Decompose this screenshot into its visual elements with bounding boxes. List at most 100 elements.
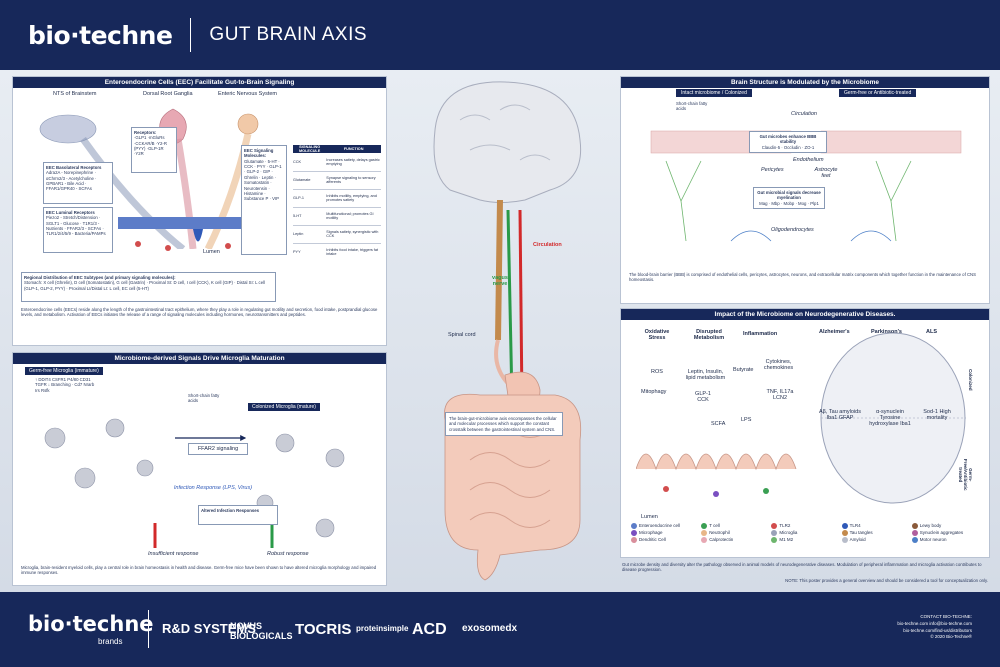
brand-rnd-systems[interactable]: R&D SYSTEMS [162, 621, 256, 636]
microglia-body-text: Microglia, brain-resident myeloid cells,… [21, 565, 377, 576]
table-cell: 5-HT [293, 214, 302, 218]
legend-item: Synuclein aggregates [911, 530, 981, 536]
brain-folds [459, 104, 551, 161]
bbb-panel: Brain Structure is Modulated by the Micr… [620, 76, 990, 304]
basolateral-box: EEC Basolateral Receptors Adra2A - Norep… [43, 162, 113, 204]
bbb-scfa-label: Short-chain fatty acids [676, 101, 708, 112]
contact-block: CONTACT BIO-TECHNE: bio-techne.com info@… [852, 614, 972, 641]
drg-label: Dorsal Root Ganglia [143, 91, 193, 97]
asyn-label: α-synuclein Tyrosine hydroxylase Iba1 [869, 409, 911, 427]
legend-label: Neutrophil [709, 530, 730, 536]
myelin-box: Gut microbial signals decrease myelinati… [753, 187, 825, 210]
legend-label: M1 M2 [779, 537, 794, 543]
lps-label: LPS [741, 417, 752, 423]
legend-label: Tau tangles [849, 530, 873, 536]
disrupted-label: Disrupted Metabolism [693, 329, 725, 341]
nts-label: NTS of Brainstem [53, 91, 97, 97]
legend-item: Microglia [771, 530, 840, 536]
brain-shape [433, 81, 582, 203]
center-caption: The brain-gut-microbiome axis encompasse… [445, 412, 563, 437]
brand-acd[interactable]: ACD [412, 621, 447, 638]
insufficient-label: Insufficient response [148, 551, 199, 557]
glp-label: GLP-1 CCK [695, 391, 711, 403]
microbe [763, 488, 769, 494]
page-title: GUT BRAIN AXIS [209, 24, 368, 45]
oligodendrocytes [730, 230, 892, 242]
receptors-title: Receptors: [134, 130, 157, 135]
basolateral-list: Adra2A - Norepinephrine · αChrm2/3 - Ace… [46, 170, 97, 192]
intact-header: Intact microbiome / Colonized [676, 89, 752, 97]
legend-label: Microglia [779, 530, 798, 536]
table-cell: Inhibits food intake, triggers fat intak… [326, 248, 379, 257]
table-cell: PYY [293, 250, 301, 255]
signaling-box: EEC Signaling Molecules: Glutamate · 5-H… [241, 145, 287, 255]
receptors-list: ·GLP1 ·mGluRs ·CCKAR/B ·Y2-R (PYY) ·GLP-… [134, 135, 167, 157]
luminal-title: EEC Luminal Receptors [46, 210, 95, 215]
ens-shape [237, 113, 259, 135]
regional-title: Regional Distribution of EEC Subtypes (a… [24, 275, 176, 280]
neuro-panel: Impact of the Microbiome on Neurodegener… [620, 308, 990, 558]
altered-response-box: Altered Infection Responses [198, 505, 278, 525]
contact-line[interactable]: bio-techne.com info@bio-techne.com [897, 620, 972, 626]
myelin-title: Gut microbial signals decrease myelinati… [757, 190, 821, 201]
tnf-label: TNF, IL17a LCN2 [766, 389, 794, 401]
eec-panel: Enteroendocrine Cells (EEC) Facilitate G… [12, 76, 387, 346]
legend-item: Dendritic Cell [631, 537, 700, 543]
microglia-panel-title: Microbiome-derived Signals Drive Microgl… [13, 353, 386, 364]
brand-proteinsimple[interactable]: proteinsimple [356, 624, 409, 633]
eec-panel-title: Enteroendocrine Cells (EEC) Facilitate G… [13, 77, 386, 88]
legend-label: Enteroendocrine cell [639, 523, 681, 529]
contact-line[interactable]: bio-techne.com/find-us/distributors [903, 627, 972, 633]
legend-item: T cell [701, 523, 770, 529]
pericytes-label: Pericytes [761, 167, 784, 173]
microglia-panel: Microbiome-derived Signals Drive Microgl… [12, 352, 387, 586]
tight-junction-box: Gut microbes enhance BBB stability Claud… [749, 131, 827, 154]
tight-title: Gut microbes enhance BBB stability [759, 134, 817, 145]
brand-novus[interactable]: NOVUS BIOLOGICALS [230, 621, 293, 641]
lumen-neuro-label: Lumen [641, 514, 658, 520]
header: bio·techne GUT BRAIN AXIS [0, 0, 1000, 70]
mitophagy-label: Mitophagy [641, 389, 667, 395]
table-cell: Leptin [293, 232, 304, 236]
anatomy-illustration [433, 81, 582, 581]
vagus-label: vagus nerve [492, 275, 508, 287]
brand-exosomedx[interactable]: exosomedx [462, 623, 518, 634]
germfree-header: Germ-free or Antibiotic-treated [839, 89, 917, 97]
ros-label: ROS [651, 369, 663, 375]
microbe [663, 486, 669, 492]
brainstem-shape [39, 114, 97, 144]
altered-title: Altered Infection Responses [201, 508, 260, 513]
contact-title: CONTACT BIO-TECHNE: [920, 614, 972, 619]
intestines [444, 393, 582, 581]
vagus-nerve [506, 209, 514, 401]
legend-item: M1 M2 [771, 537, 840, 543]
legend-label: Dendritic Cell [639, 537, 666, 543]
legend-label: Calprotectin [709, 537, 734, 543]
poster-body: Enteroendocrine Cells (EEC) Facilitate G… [0, 70, 1000, 592]
legend-label: Synuclein aggregates [919, 530, 964, 536]
microglia-illustration [44, 418, 345, 548]
legend-label: TLR4 [849, 523, 861, 529]
spinal-cord-label: Spinal cord [448, 332, 476, 338]
microbe-1 [135, 241, 141, 247]
brand-tocris[interactable]: TOCRIS [295, 621, 352, 638]
legend-item: Enteroendocrine cell [631, 523, 700, 529]
table-cell: Synapse signaling to sensory afferents [326, 176, 376, 184]
bbb-circulation-label: Circulation [791, 111, 817, 117]
legend-label: Amyloid [849, 537, 866, 543]
regional-text: Stomach: X cell (Ghrelin), D cell (Somat… [24, 280, 265, 291]
legend-item: Motor neuron [911, 537, 981, 543]
cytokines-label: Cytokines, chemokines [763, 359, 794, 371]
microbe [713, 491, 719, 497]
robust-label: Robust response [267, 551, 309, 557]
bbb-body-text: The blood-brain barrier (BBB) is compris… [629, 272, 977, 283]
table-cell: Inhibits motility, emptying, and promote… [326, 194, 377, 202]
legend-label: Microphage [639, 530, 663, 536]
butyrate-label: Butyrate [733, 367, 754, 373]
receptors-box: Receptors: ·GLP1 ·mGluRs ·CCKAR/B ·Y2-R … [131, 127, 177, 173]
legend-box: Enteroendocrine cell T cell TLR2 TLR4 Le… [631, 523, 981, 543]
als-label: ALS [926, 329, 937, 335]
astrocytes [665, 160, 912, 242]
